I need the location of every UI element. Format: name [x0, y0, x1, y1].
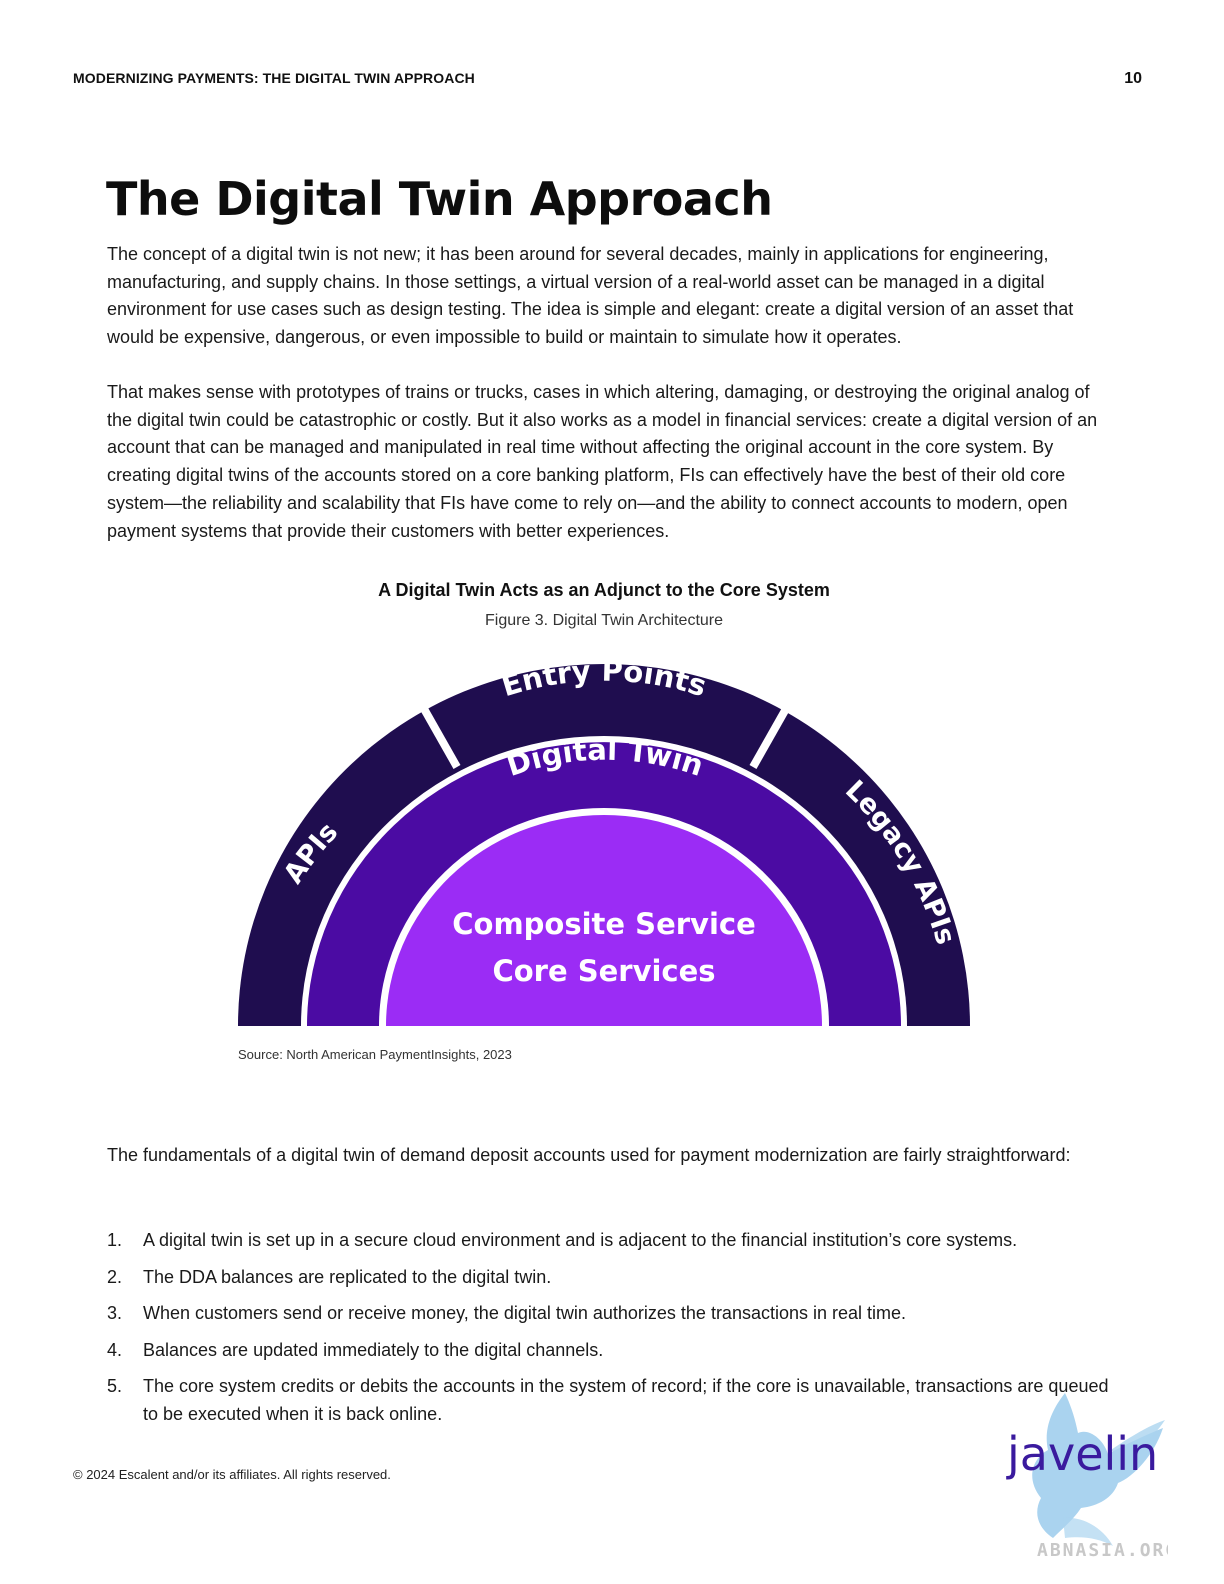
list-item: 1. A digital twin is set up in a secure … — [107, 1226, 1117, 1254]
intro-paragraph: The concept of a digital twin is not new… — [107, 244, 1074, 348]
list-item: 5. The core system credits or debits the… — [107, 1372, 1117, 1428]
logo-wordmark: javelin — [1006, 1427, 1158, 1481]
inner-core — [379, 808, 829, 1026]
steps-list: 1. A digital twin is set up in a secure … — [107, 1226, 1117, 1437]
list-item: 3. When customers send or receive money,… — [107, 1299, 1117, 1327]
step-text: When customers send or receive money, th… — [143, 1303, 907, 1323]
javelin-logo: javelin ABNASIA.ORG — [1006, 1393, 1168, 1558]
divider-right — [749, 705, 791, 769]
divider-left — [419, 705, 461, 769]
step-number: 2. — [107, 1266, 123, 1287]
digital-twin-architecture-diagram: Entry Points Digital Twin APIs Legacy AP… — [238, 655, 970, 1026]
running-header: MODERNIZING PAYMENTS: THE DIGITAL TWIN A… — [73, 70, 475, 86]
label-composite-service: Composite Service — [452, 907, 756, 941]
step-text: A digital twin is set up in a secure clo… — [143, 1230, 1018, 1250]
step-text: The DDA balances are replicated to the d… — [143, 1266, 552, 1287]
figure-caption: Figure 3. Digital Twin Architecture — [484, 612, 724, 629]
figure-title: A Digital Twin Acts as an Adjunct to the… — [378, 580, 830, 600]
label-core-services: Core Services — [492, 954, 715, 988]
steps-intro-paragraph: The fundamentals of a digital twin of de… — [107, 1145, 1071, 1165]
copyright-notice: © 2024 Escalent and/or its affiliates. A… — [73, 1467, 391, 1482]
list-item: 4. Balances are updated immediately to t… — [107, 1336, 1117, 1364]
page-title: The Digital Twin Approach — [106, 172, 773, 226]
step-number: 4. — [107, 1339, 123, 1360]
step-number: 3. — [107, 1303, 123, 1323]
step-text: Balances are updated immediately to the … — [143, 1339, 604, 1360]
page-number: 10 — [1124, 70, 1142, 87]
step-number: 5. — [107, 1376, 123, 1396]
watermark-text: ABNASIA.ORG — [1037, 1540, 1168, 1558]
list-item: 2. The DDA balances are replicated to th… — [107, 1263, 1117, 1291]
body-paragraph: That makes sense with prototypes of trai… — [107, 382, 1098, 541]
step-text: The core system credits or debits the ac… — [143, 1376, 1109, 1424]
griffin-watermark-icon — [1032, 1393, 1165, 1546]
step-number: 1. — [107, 1230, 123, 1250]
figure-source: Source: North American PaymentInsights, … — [238, 1047, 512, 1062]
